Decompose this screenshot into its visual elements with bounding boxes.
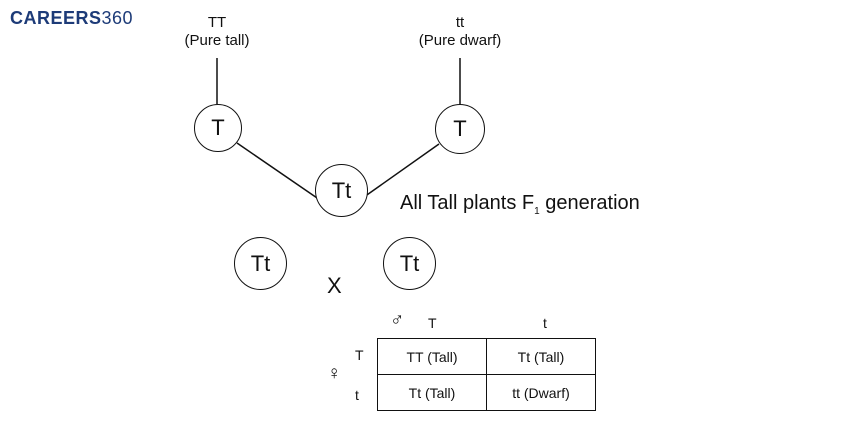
f1-statement: All Tall plants F1 generation <box>400 192 640 217</box>
punnett-cell: Tt (Tall) <box>377 374 487 411</box>
selfing-left-circle: Tt <box>234 237 287 290</box>
logo-brand-text: CAREERS <box>10 8 102 28</box>
male-gamete-1: T <box>428 315 437 331</box>
parent-right-genotype: tt <box>455 14 465 31</box>
cross-symbol: X <box>327 273 342 298</box>
selfing-right-circle: Tt <box>383 237 436 290</box>
f1-genotype: Tt <box>331 177 352 203</box>
punnett-cell: tt (Dwarf) <box>486 374 596 411</box>
punnett-row: TT (Tall) Tt (Tall) <box>377 338 596 375</box>
logo-number-text: 360 <box>101 8 134 28</box>
f1-statement-subscript: 1 <box>534 206 540 217</box>
female-gamete-1: T <box>355 347 364 363</box>
male-gamete-2: t <box>543 315 547 331</box>
parent-left-label: TT (Pure tall) <box>167 14 267 50</box>
gamete-right-label: T <box>453 116 467 141</box>
parent-right-description: (Pure dwarf) <box>418 32 502 49</box>
female-symbol-icon: ♀ <box>327 363 342 384</box>
parent-left-genotype: TT <box>207 14 227 31</box>
f1-statement-main: All Tall plants F <box>400 192 535 214</box>
punnett-square: TT (Tall) Tt (Tall) Tt (Tall) tt (Dwarf) <box>377 338 596 411</box>
gamete-circle-left: T <box>194 104 242 152</box>
selfing-right-genotype: Tt <box>399 250 420 276</box>
gamete-circle-right: T <box>435 104 485 154</box>
f1-statement-tail: generation <box>539 192 640 214</box>
f1-circle: Tt <box>315 164 368 217</box>
punnett-cell: Tt (Tall) <box>486 338 596 375</box>
left-to-f1-line <box>236 142 321 201</box>
careers360-logo: CAREERS360 <box>10 8 133 29</box>
parent-left-description: (Pure tall) <box>184 32 250 49</box>
right-to-f1-line <box>363 143 440 198</box>
male-symbol-icon: ♂ <box>390 310 405 331</box>
female-gamete-2: t <box>355 387 359 403</box>
gamete-left-label: T <box>211 115 225 140</box>
selfing-left-genotype: Tt <box>250 250 271 276</box>
punnett-row: Tt (Tall) tt (Dwarf) <box>377 374 596 411</box>
parent-right-label: tt (Pure dwarf) <box>402 14 518 50</box>
punnett-cell: TT (Tall) <box>377 338 487 375</box>
